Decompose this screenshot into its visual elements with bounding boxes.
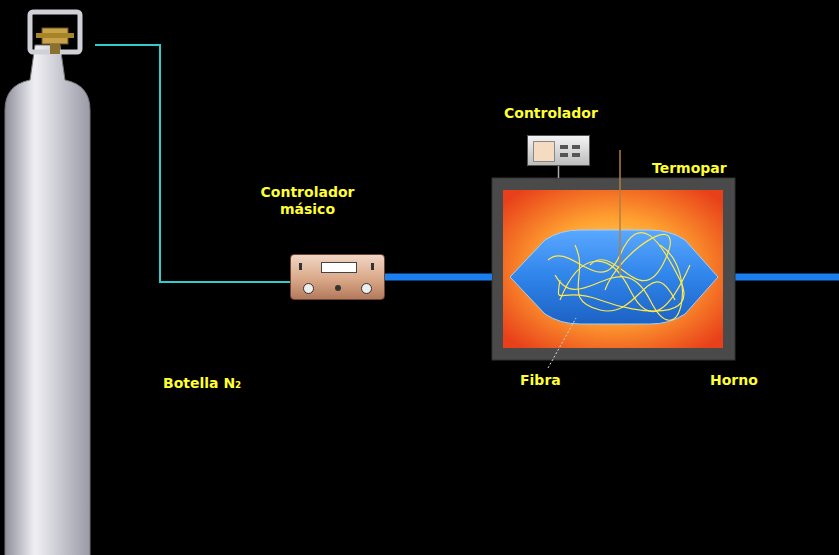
display bbox=[321, 262, 357, 273]
leader-line bbox=[548, 318, 576, 368]
gas-bottle-node: Botella N₂ bbox=[5, 12, 95, 555]
button bbox=[572, 145, 580, 149]
switch bbox=[299, 263, 302, 270]
button bbox=[572, 153, 580, 157]
mass-flow-controller: Controlador másico bbox=[290, 254, 385, 300]
node-label: Controlador másico bbox=[240, 184, 375, 218]
fiber bbox=[548, 233, 690, 321]
button bbox=[560, 153, 568, 157]
oven-body bbox=[492, 178, 735, 360]
button bbox=[560, 145, 568, 149]
gas-bottle bbox=[5, 12, 90, 555]
node-label: Controlador bbox=[504, 105, 598, 122]
knob bbox=[361, 283, 372, 294]
fiber-label: Fibra bbox=[520, 372, 561, 389]
thermocouple-wire bbox=[619, 150, 621, 275]
device-body bbox=[527, 135, 590, 166]
node-label: Botella N₂ bbox=[163, 375, 241, 392]
display bbox=[533, 141, 555, 162]
gas-line bbox=[95, 45, 290, 282]
switch bbox=[371, 263, 374, 270]
node-label: Horno bbox=[710, 372, 758, 389]
knob bbox=[303, 283, 314, 294]
thermocouple-label: Termopar bbox=[652, 160, 727, 177]
control-wire bbox=[558, 166, 559, 178]
temperature-controller: Controlador bbox=[527, 135, 590, 166]
gas-tube bbox=[385, 277, 492, 278]
device-body bbox=[290, 254, 385, 300]
knob bbox=[335, 285, 341, 291]
oven-node: Horno bbox=[492, 178, 735, 360]
